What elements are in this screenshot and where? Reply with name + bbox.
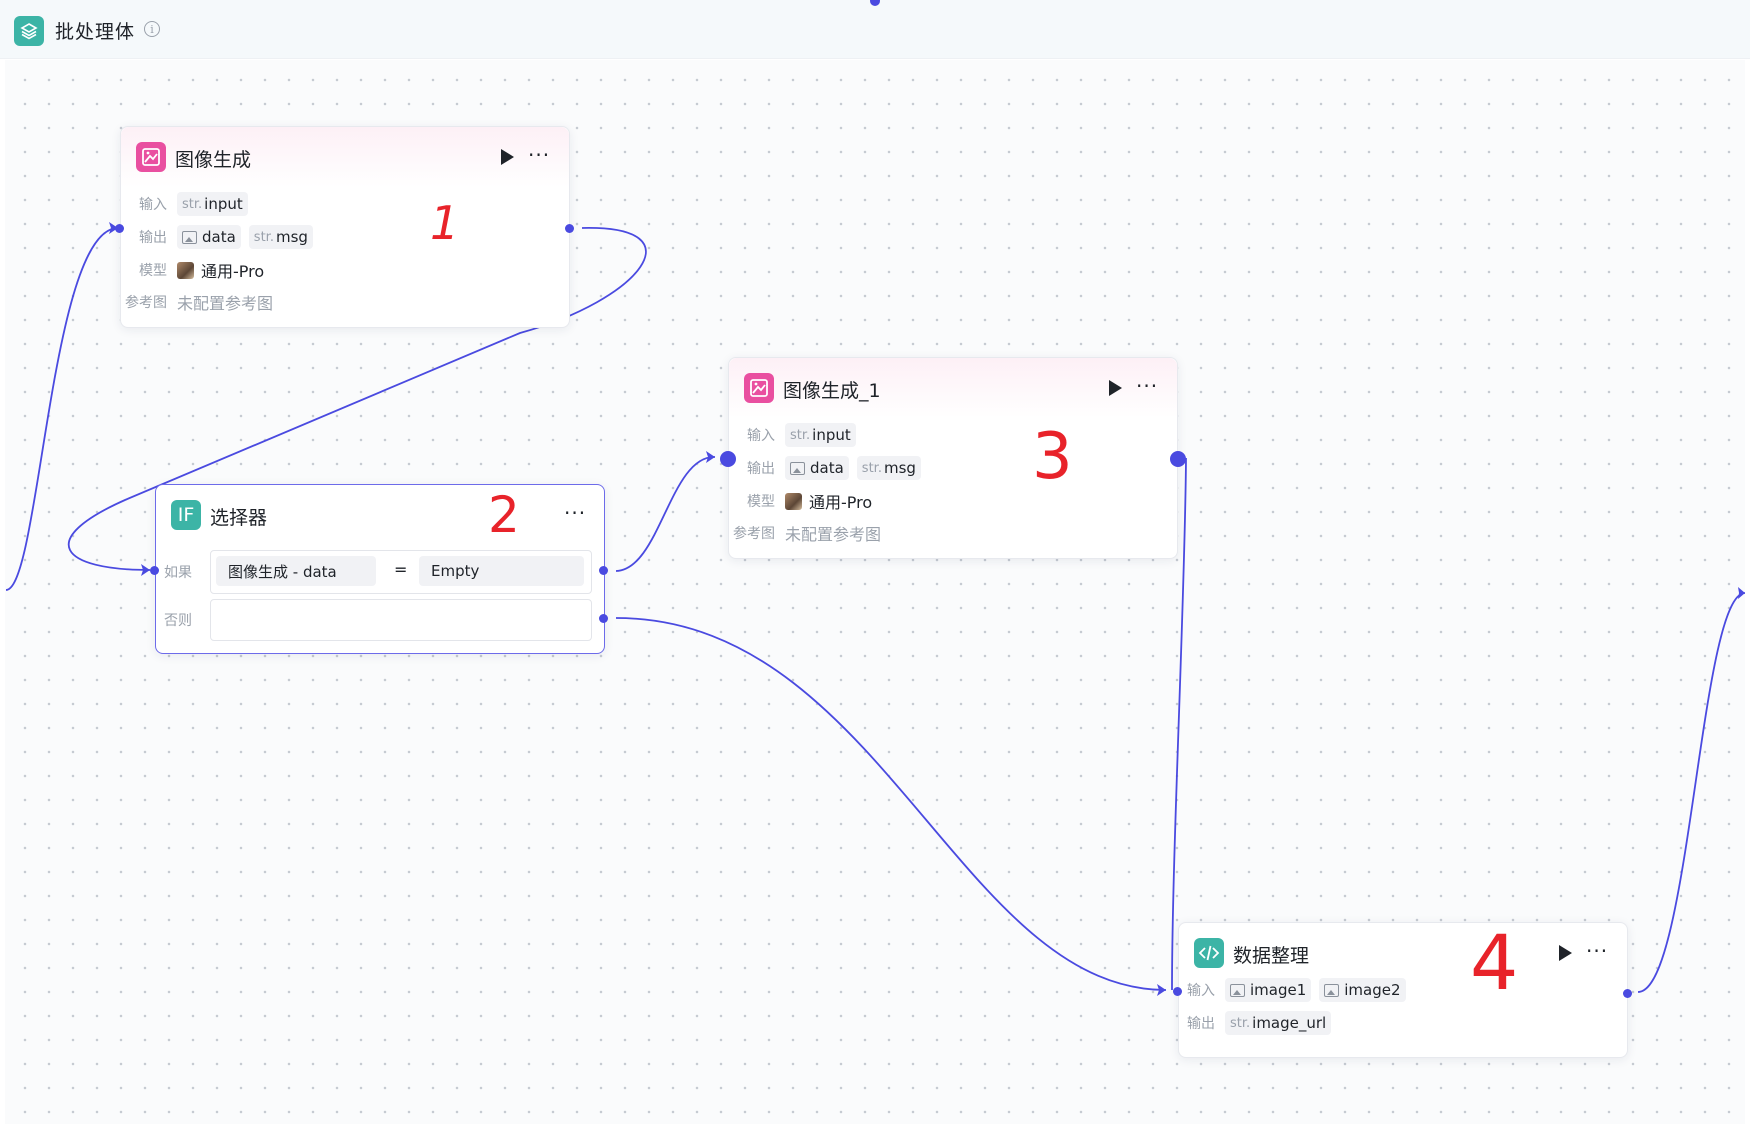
if-row: 如果	[146, 559, 202, 585]
input-label: 输入	[747, 428, 775, 444]
reference-label: 参考图	[125, 295, 167, 311]
model-row: 模型 通用-Pro	[729, 488, 872, 514]
output-row: 输出 str.image_url	[1169, 1010, 1339, 1036]
data-tidy-node[interactable]: 数据整理 ··· 输入 image1 image2 输出 str.image_u…	[1173, 922, 1632, 1058]
model-label: 模型	[139, 263, 167, 279]
code-icon	[1194, 938, 1224, 968]
input-image1-tag: image1	[1225, 978, 1312, 1002]
node-title: 选择器	[210, 507, 268, 529]
input-port[interactable]	[115, 224, 124, 233]
condition-operator[interactable]: =	[394, 560, 408, 579]
reference-row: 参考图 未配置参考图	[729, 520, 881, 546]
more-icon[interactable]: ···	[1586, 939, 1609, 963]
if-label: 如果	[164, 565, 192, 581]
input-port[interactable]	[720, 451, 736, 467]
info-icon[interactable]: i	[144, 21, 160, 37]
node-header: 图像生成_1 ···	[729, 358, 1177, 418]
condition-right-field[interactable]: Empty	[419, 556, 584, 586]
output-port[interactable]	[1623, 989, 1632, 998]
input-image2-tag: image2	[1319, 978, 1406, 1002]
input-label: 输入	[1187, 983, 1215, 999]
selector-node[interactable]: IF 选择器 ··· 如果 图像生成 - data = Empty 否则	[150, 484, 608, 654]
output-label: 输出	[747, 461, 775, 477]
output-data-tag: data	[785, 456, 849, 480]
reference-label: 参考图	[733, 526, 775, 542]
node-title: 图像生成	[175, 149, 252, 171]
reference-value: 未配置参考图	[785, 525, 882, 544]
output-label: 输出	[139, 230, 167, 246]
input-row: 输入 image1 image2	[1169, 977, 1414, 1003]
annotation-2: 2	[488, 486, 520, 544]
node-header: 数据整理 ···	[1179, 923, 1627, 983]
input-port[interactable]	[150, 566, 159, 575]
model-name: 通用-Pro	[201, 262, 265, 281]
else-row: 否则	[146, 607, 202, 633]
model-row: 模型 通用-Pro	[121, 257, 264, 283]
output-row: 输出 data str.msg	[121, 224, 321, 250]
image-icon	[790, 461, 805, 475]
workflow-header: 批处理体 i	[0, 0, 1750, 59]
play-icon[interactable]	[1109, 380, 1122, 396]
input-row: 输入 str.input	[121, 191, 256, 217]
else-output-port[interactable]	[599, 614, 608, 623]
image-gen-icon	[136, 142, 166, 172]
input-label: 输入	[139, 197, 167, 213]
output-row: 输出 data str.msg	[729, 455, 929, 481]
top-connection-port[interactable]	[870, 0, 880, 6]
if-icon: IF	[171, 500, 201, 530]
model-avatar	[785, 492, 802, 510]
else-label: 否则	[164, 613, 192, 629]
image-icon	[182, 230, 197, 244]
image-gen-1-node[interactable]: 图像生成_1 ··· 输入 str.input 输出 data str.msg …	[720, 357, 1186, 559]
output-data-tag: data	[177, 225, 241, 249]
annotation-3: 3	[1032, 420, 1073, 494]
reference-value: 未配置参考图	[177, 294, 274, 313]
output-port[interactable]	[565, 224, 574, 233]
input-tag: str.input	[785, 423, 856, 447]
reference-row: 参考图 未配置参考图	[121, 289, 273, 315]
image-gen-node[interactable]: 图像生成 ··· 输入 str.input 输出 data str.msg 模型…	[115, 126, 574, 328]
input-tag: str.input	[177, 192, 248, 216]
if-output-port[interactable]	[599, 566, 608, 575]
else-box[interactable]	[210, 599, 592, 641]
node-title: 数据整理	[1233, 945, 1310, 967]
image-gen-icon	[744, 373, 774, 403]
output-label: 输出	[1187, 1016, 1215, 1032]
more-icon[interactable]: ···	[564, 501, 587, 525]
condition-box[interactable]: 图像生成 - data = Empty	[210, 550, 592, 594]
more-icon[interactable]: ···	[528, 143, 551, 167]
model-name: 通用-Pro	[809, 493, 873, 512]
layers-icon	[14, 16, 44, 46]
output-msg-tag: str.msg	[248, 225, 313, 249]
play-icon[interactable]	[1559, 945, 1572, 961]
annotation-4: 4	[1470, 918, 1519, 1007]
node-header: IF 选择器 ···	[156, 485, 604, 545]
input-port[interactable]	[1173, 987, 1182, 996]
workflow-title: 批处理体	[55, 21, 136, 43]
output-msg-tag: str.msg	[856, 456, 921, 480]
node-title: 图像生成_1	[783, 380, 881, 402]
output-tag: str.image_url	[1225, 1011, 1332, 1035]
node-header: 图像生成 ···	[121, 127, 569, 187]
image-icon	[1324, 983, 1340, 997]
image-icon	[1230, 983, 1245, 997]
input-row: 输入 str.input	[729, 422, 864, 448]
play-icon[interactable]	[501, 149, 514, 165]
condition-left-field[interactable]: 图像生成 - data	[216, 556, 376, 586]
model-label: 模型	[747, 494, 775, 510]
model-avatar	[177, 261, 194, 279]
output-port[interactable]	[1170, 451, 1186, 467]
more-icon[interactable]: ···	[1136, 374, 1159, 398]
annotation-1: 1	[430, 196, 460, 250]
